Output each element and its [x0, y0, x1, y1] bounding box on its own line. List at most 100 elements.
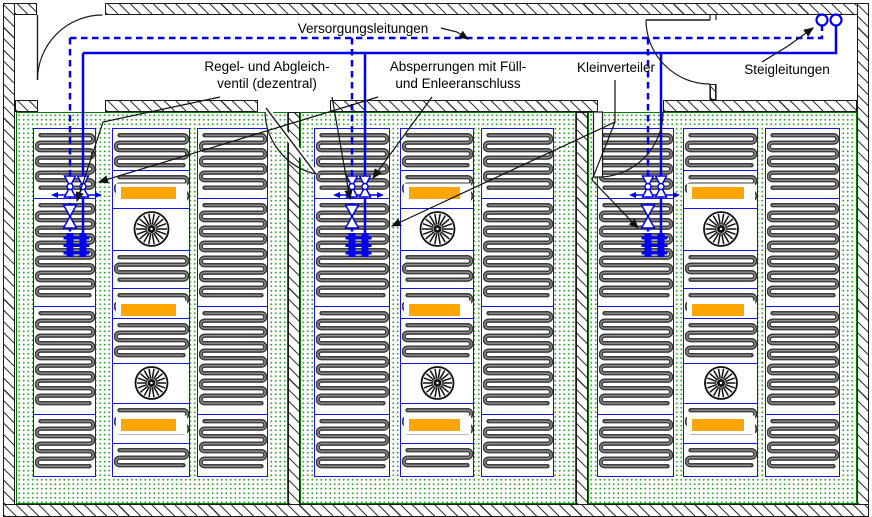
heating-coil [401, 447, 473, 467]
fan-icon [419, 211, 455, 247]
heating-coil [198, 132, 267, 190]
heating-coil-panel [766, 197, 839, 306]
heating-coil-panel [34, 413, 95, 476]
heating-coil [766, 132, 839, 190]
heating-coil [113, 292, 189, 317]
wall-segment [3, 504, 869, 517]
heating-coil [315, 418, 389, 468]
heating-coil-panel [34, 129, 95, 198]
heating-coil-panel [598, 197, 673, 306]
panel-column [683, 128, 758, 477]
panel-column [765, 128, 840, 477]
heating-coil-panel [401, 169, 473, 208]
heating-coil-panel [684, 287, 757, 318]
heating-coil [482, 310, 553, 405]
heating-coil-panel [113, 287, 189, 318]
heating-coil [401, 407, 473, 435]
heating-coil [315, 310, 389, 405]
heating-coil [598, 310, 673, 405]
heating-coil-panel [482, 413, 553, 476]
fan-icon [134, 366, 168, 400]
fan-icon [702, 211, 739, 247]
heating-coil [684, 254, 757, 282]
heating-coil-panel [684, 442, 757, 476]
heating-coil [482, 202, 553, 297]
heating-coil [401, 174, 473, 203]
heating-coil-panel [198, 305, 267, 414]
label-line: ventil (dezentral) [217, 75, 317, 91]
heating-coil-panel [482, 129, 553, 198]
heating-coil-panel [34, 305, 95, 414]
heating-coil-panel [598, 129, 673, 198]
heating-coil [401, 322, 473, 357]
heating-coil-panel [684, 129, 757, 170]
heating-coil-panel [198, 413, 267, 476]
electric-heating-element [120, 303, 176, 316]
heating-coil [34, 202, 95, 297]
electric-heating-element [120, 418, 176, 431]
heating-coil [684, 132, 757, 168]
heating-coil-panel [113, 129, 189, 170]
wall-segment [15, 100, 38, 112]
electric-heating-element [691, 303, 744, 316]
heating-coil [401, 292, 473, 317]
label-line: und Enleeranschluss [395, 75, 521, 91]
heating-coil-panel [401, 249, 473, 288]
heating-coil-panel [198, 197, 267, 306]
fan-icon [420, 366, 454, 400]
fan-panel [401, 207, 473, 250]
panel-column [197, 128, 268, 477]
heating-coil [482, 132, 553, 190]
label-line: Absperrungen mit Füll- [389, 59, 527, 74]
heating-coil [198, 202, 267, 297]
wall-segment [330, 100, 598, 112]
panel-column [400, 128, 474, 477]
heating-coil [766, 310, 839, 405]
label-steigleitungen: Steigleitungen [744, 62, 830, 77]
heating-coil [113, 322, 189, 357]
heating-coil-panel [113, 317, 189, 363]
heating-coil-panel [401, 129, 473, 170]
heating-coil [198, 418, 267, 468]
heating-coil-panel [482, 197, 553, 306]
heating-coil-panel [598, 305, 673, 414]
fan-panel [113, 207, 189, 250]
fan-icon [133, 211, 169, 247]
heating-coil-panel [401, 442, 473, 476]
heating-coil-panel [113, 442, 189, 476]
heating-coil-panel [684, 169, 757, 208]
fan-panel [113, 362, 189, 403]
heating-coil-panel [401, 287, 473, 318]
heating-coil [684, 322, 757, 357]
heating-coil-panel [113, 402, 189, 443]
label-line: Regel- und Abgleich- [204, 59, 330, 74]
heating-coil-panel [684, 402, 757, 443]
supply-pipe [83, 25, 838, 55]
wall-segment [3, 3, 15, 516]
heating-coil [34, 418, 95, 468]
heating-coil-panel [684, 249, 757, 288]
heating-coil [598, 202, 673, 297]
label-regel-ventil: Regel- und Abgleich- ventil (dezentral) [181, 59, 353, 92]
wall-segment [105, 100, 258, 112]
heating-coil-panel [315, 197, 389, 306]
label-versorgungsleitungen: Versorgungsleitungen [297, 21, 429, 36]
heating-coil-panel [401, 317, 473, 363]
heating-coil [113, 174, 189, 203]
heating-coil-panel [766, 305, 839, 414]
heating-coil [598, 132, 673, 190]
heating-coil [684, 407, 757, 435]
label-absperrungen: Absperrungen mit Füll- und Enleeranschlu… [370, 59, 546, 92]
leader-line [440, 27, 470, 40]
heating-coil [113, 254, 189, 282]
heating-coil-panel [684, 317, 757, 363]
electric-heating-element [408, 303, 460, 316]
panel-column [481, 128, 554, 477]
label-kleinverteiler: Kleinverteiler [576, 60, 656, 75]
heating-coil-panel [766, 129, 839, 198]
leader-line [761, 27, 814, 63]
heating-coil [34, 310, 95, 405]
riser-pipe [829, 13, 843, 27]
wall-segment [710, 84, 716, 100]
fan-panel [401, 362, 473, 403]
